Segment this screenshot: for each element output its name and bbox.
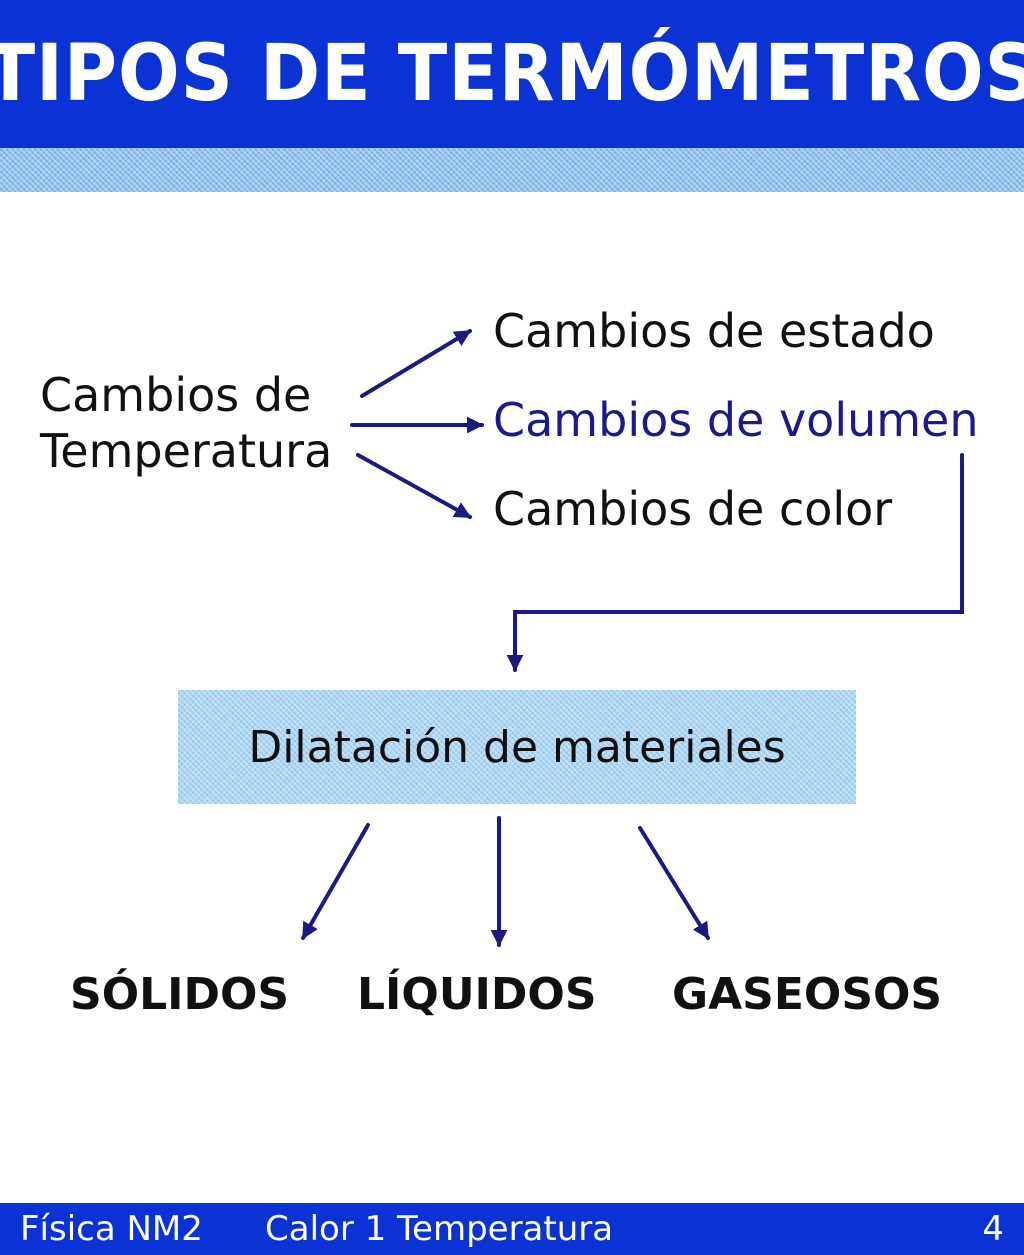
source-node-cambios-de-temperatura: Cambios de Temperatura: [40, 367, 332, 479]
arrow-to-color: [356, 453, 472, 519]
arrow-to-estado: [360, 329, 472, 398]
footer-unit: Calor 1 Temperatura: [265, 1209, 614, 1249]
branch-cambios-de-color: Cambios de color: [493, 482, 893, 536]
source-line-2: Temperatura: [40, 424, 333, 478]
arrow-to-solidos: [301, 823, 370, 940]
dilatacion-label: Dilatación de materiales: [248, 721, 786, 773]
footer-page-number: 4: [982, 1209, 1004, 1249]
state-gaseosos: GASEOSOS: [672, 969, 943, 1020]
title-stripe: [0, 148, 1024, 192]
source-line-1: Cambios de: [40, 368, 312, 422]
branch-cambios-de-estado: Cambios de estado: [493, 304, 935, 358]
state-liquidos: LÍQUIDOS: [357, 969, 597, 1020]
branch-cambios-de-volumen: Cambios de volumen: [493, 393, 979, 447]
page-title: TIPOS DE TERMÓMETROS: [0, 29, 1024, 119]
title-bar: TIPOS DE TERMÓMETROS: [0, 0, 1024, 148]
state-solidos: SÓLIDOS: [70, 969, 290, 1020]
footer-bar: Física NM2 Calor 1 Temperatura 4: [0, 1203, 1024, 1255]
footer-subject: Física NM2: [20, 1209, 203, 1249]
arrow-to-gaseosos: [638, 826, 710, 940]
dilatacion-box: Dilatación de materiales: [178, 690, 856, 804]
